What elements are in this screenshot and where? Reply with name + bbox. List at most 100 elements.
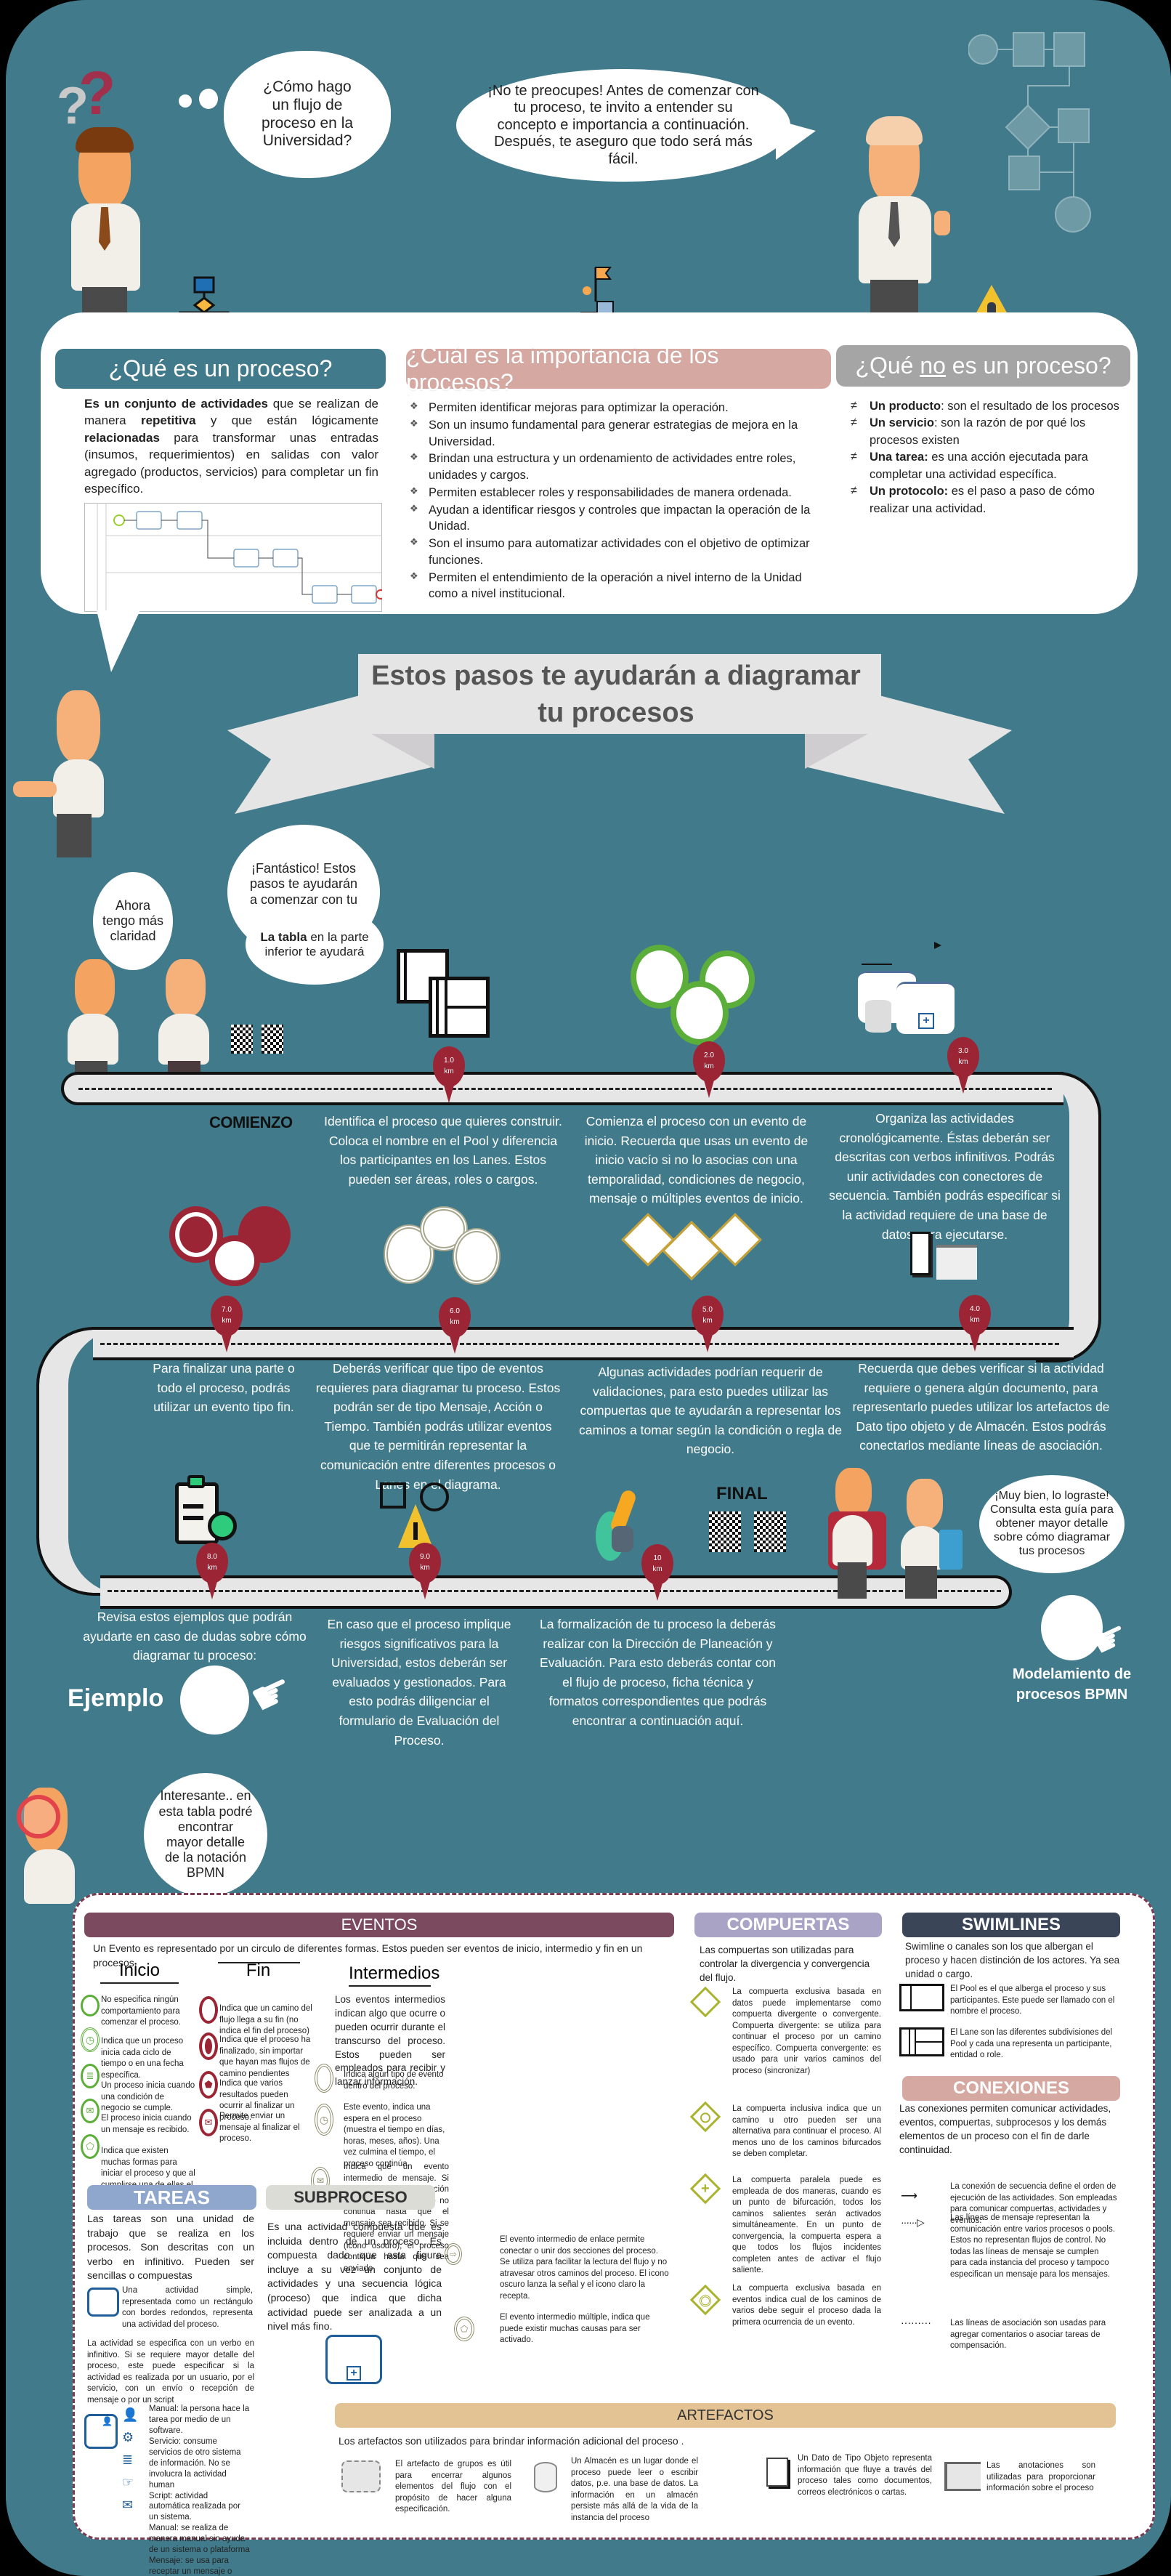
example-process-diagram — [84, 503, 382, 612]
intermedio-item-2: Este evento, indica una espera en el pro… — [344, 2103, 445, 2168]
tarea-detail-text: La actividad se especifica con un verbo … — [87, 2339, 254, 2405]
road-center-line — [78, 1088, 1052, 1090]
concept-header-not: ¿Qué no es un proceso? — [836, 345, 1130, 387]
script-icon: ≣ — [122, 2452, 134, 2467]
artefacto-item-4: Las anotaciones son utilizadas para prop… — [986, 2461, 1095, 2493]
conexion-item-3: Las líneas de asociación son usadas para… — [950, 2319, 1106, 2351]
subprocess-shape-icon: + — [325, 2335, 382, 2384]
flowchart-background-icon — [968, 32, 1091, 233]
section-header-artefactos: ARTEFACTOS — [335, 2403, 1116, 2428]
clipboard-search-icon — [171, 1475, 251, 1555]
inicio-heading: Inicio — [100, 1961, 179, 1984]
risk-diagram-icon — [380, 1482, 460, 1562]
inicio-item-2: Indica que un proceso inicia cada ciclo … — [101, 2037, 184, 2080]
card-tail — [97, 610, 140, 672]
final-label: FINAL — [716, 1484, 768, 1503]
section-header-swimlines: SWIMLINES — [902, 1913, 1120, 1937]
bpmn-label: Modelamiento de procesos BPMN — [1012, 1666, 1132, 1703]
end-event-multiple-icon: ⬟ — [199, 2071, 218, 2099]
swimline-item-lane: El Lane son las diferentes subdivisiones… — [950, 2028, 1113, 2060]
question-marks-icon: ? ? — [57, 59, 116, 135]
speech-bubble-clarity: Ahora tengo más claridad — [93, 872, 173, 970]
step-8-text: Revisa estos ejemplos que podrán ayudart… — [83, 1610, 307, 1663]
fin-heading-label: Fin — [246, 1961, 271, 1980]
tarea-simple-text: Una actividad simple, representada como … — [122, 2286, 253, 2329]
banner-title: Estos pasos te ayudarán a diagramar tu p… — [371, 661, 861, 729]
artefacto-item-3: Un Dato de Tipo Objeto representa inform… — [798, 2454, 932, 2497]
thought-bubble: ¿Cómo hago un flujo de proceso en la Uni… — [224, 51, 391, 178]
step-9-text: En caso que el proceso implique riesgos … — [327, 1617, 511, 1748]
step-1-text: Identifica el proceso que quieres constr… — [324, 1114, 562, 1187]
fin-item-4: Permite enviar un mensaje al finalizar e… — [219, 2112, 300, 2144]
start-event-none-icon — [81, 1995, 100, 2016]
section-header-conexiones: CONEXIONES — [902, 2076, 1120, 2101]
service-gear-icon: ⚙ — [122, 2430, 134, 2444]
conexion-item-2: Las líneas de mensaje representan la com… — [950, 2213, 1115, 2279]
association-line-icon: ········· — [901, 2317, 931, 2328]
start-event-message-icon: ✉ — [81, 2099, 100, 2123]
swimline-item-pool: El Pool es el que alberga el proceso y s… — [950, 1985, 1115, 2016]
final-flag-icon-2 — [754, 1511, 786, 1552]
example-link-button[interactable] — [180, 1665, 249, 1735]
task-type-icons: 👤 ⚙ ≣ ☞ ✉ — [122, 2404, 144, 2520]
task-shape-icon — [87, 2288, 119, 2317]
bpmn-link-button[interactable] — [1041, 1595, 1103, 1660]
data-object-artifact-icon — [766, 2458, 788, 2487]
concept-header-what: ¿Qué es un proceso? — [55, 349, 386, 389]
intermedios-heading: Intermedios — [349, 1963, 439, 1987]
section-header-subproceso: SUBPROCESO — [266, 2185, 435, 2210]
pool-icon — [899, 1984, 944, 2011]
road-center-line-2 — [100, 1343, 1059, 1345]
conexion-item-1: La conexión de secuencia define el orden… — [950, 2182, 1117, 2225]
start-event-timer-icon: ◷ — [81, 2027, 100, 2052]
conexiones-intro: Las conexiones permiten comunicar activi… — [899, 2103, 1111, 2155]
compuerta-item-3: La compuerta paralela puede es empleada … — [732, 2176, 881, 2275]
step-3-text: Organiza las actividades cronológicament… — [829, 1111, 1061, 1242]
pool-lane-icon — [397, 949, 491, 1040]
intermediate-event-timer-icon: ◷ — [315, 2104, 333, 2136]
thought-dots — [179, 89, 222, 110]
inicio-item-4: El proceso inicia cuando un mensaje es r… — [101, 2114, 192, 2134]
road-left-curve — [36, 1327, 109, 1596]
speech-bubble-table: La tabla en la parte inferior te ayudará — [246, 905, 384, 985]
swimlines-intro: Swimline o canales son los que albergan … — [905, 1941, 1120, 1979]
start-flag-icon-2 — [262, 1025, 283, 1054]
start-event-multiple-icon: ⬠ — [81, 2134, 100, 2159]
tareas-intro: Las tareas son una unidad de trabajo que… — [87, 2213, 254, 2282]
manual-hand-icon: ☞ — [122, 2475, 134, 2490]
laughing-character — [13, 690, 137, 857]
compuerta-item-1: La compuerta exclusiva basada en datos p… — [732, 1987, 881, 2075]
intermedio-item-5: El evento intermedio múltiple, indica qu… — [500, 2313, 650, 2345]
task-types-list: Manual: la persona hace la tarea por med… — [149, 2405, 250, 2576]
eventos-intro: Un Evento es representado por un circulo… — [93, 1942, 643, 1969]
start-label: COMIENZO — [209, 1113, 293, 1131]
speech-bubble-intro: ¡No te preocupes! Antes de comenzar con … — [456, 69, 790, 182]
intermediate-event-multiple-icon: ⬠ — [454, 2317, 474, 2341]
step-4-text: Recuerda que debes verificar si la activ… — [852, 1361, 1110, 1453]
confused-character — [57, 127, 158, 338]
section-header-tareas: TAREAS — [87, 2185, 256, 2210]
start-event-conditional-icon: ≣ — [81, 2064, 100, 2088]
compuertas-intro: Las compuertas son utilizadas para contr… — [700, 1945, 870, 1983]
subproceso-text: Es una actividad compuesta que es inclui… — [267, 2221, 442, 2333]
task-database-icon: + — [854, 942, 971, 1036]
celebrating-characters — [819, 1468, 965, 1599]
start-flag-icon — [231, 1025, 253, 1054]
end-event-terminate-icon — [199, 2032, 218, 2060]
start-events-icon — [631, 945, 769, 1046]
fin-item-1: Indica que un camino del flujo llega a s… — [219, 2004, 312, 2036]
example-label: Ejemplo — [68, 1684, 164, 1712]
final-flag-icon — [709, 1511, 741, 1552]
artefacto-item-2: Un Almacén es un lugar donde el proceso … — [571, 2457, 698, 2522]
end-event-message-icon: ✉ — [199, 2109, 218, 2136]
not-process-list: Un producto: son el resultado de los pro… — [851, 398, 1119, 517]
